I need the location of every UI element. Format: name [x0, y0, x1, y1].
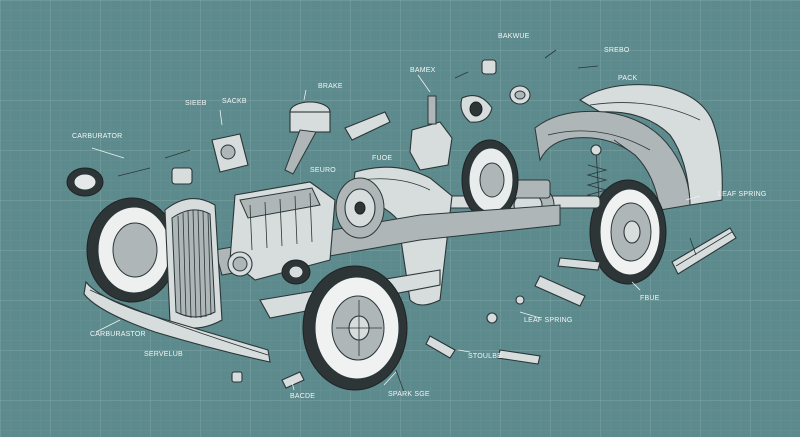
label-stoulbe: STOULBE: [468, 353, 502, 360]
label-carburator: CARBURATOR: [72, 133, 122, 140]
label-brake: BRAKE: [318, 83, 343, 90]
label-sieeb: SIEEB: [185, 100, 207, 107]
label-srebo: SREBO: [604, 47, 630, 54]
label-seuro: SEURO: [310, 167, 336, 174]
radiator-grille: [164, 198, 253, 329]
label-bakwue: BAKWUE: [498, 33, 530, 40]
floating-parts: [66, 49, 697, 393]
label-leaf-spring-center: LEAF SPRING: [524, 317, 573, 324]
flywheel: [335, 177, 385, 239]
label-leaf-spring-right: LEAF SPRING: [718, 191, 767, 198]
label-carburastor: CARBURASTOR: [90, 331, 146, 338]
leaf-spring-bar: [671, 227, 737, 275]
rear-wheel: [589, 179, 667, 285]
engine-block: [229, 181, 336, 285]
label-fuoe: FUOE: [372, 155, 392, 162]
front-bumper: [83, 280, 271, 363]
labels: BAKWUE SREBO BAMEX PACK BRAKE SIEEB SACK…: [72, 33, 767, 400]
label-pack: PACK: [618, 75, 637, 82]
front-right-wheel: [302, 265, 408, 391]
label-bamex: BAMEX: [410, 67, 436, 74]
label-spark-sge: SPARK SGE: [388, 391, 430, 398]
front-left-wheel: [86, 197, 178, 303]
rear-fender: [534, 84, 723, 211]
label-fbue: FBUE: [640, 295, 660, 302]
label-sackb: SACKB: [222, 98, 247, 105]
label-servelub: SERVELUB: [144, 351, 183, 358]
label-bacde: BACDE: [290, 393, 315, 400]
leader-lines: [91, 74, 701, 391]
